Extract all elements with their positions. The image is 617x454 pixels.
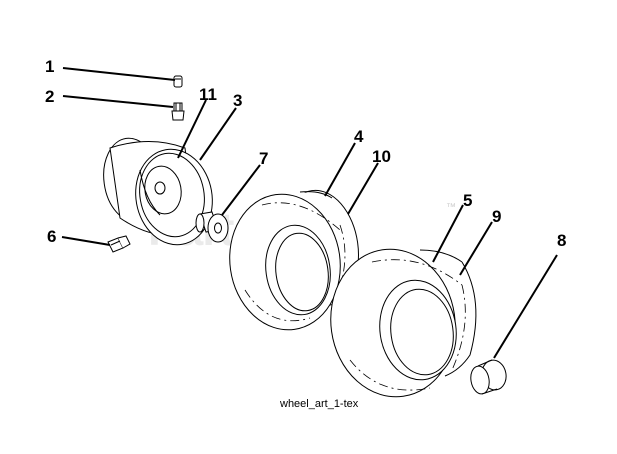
callout-11: 11 xyxy=(199,85,217,104)
leader-7 xyxy=(221,164,261,216)
watermark-trademark: ™ xyxy=(446,202,456,213)
callout-7: 7 xyxy=(259,149,268,168)
part-7-bushing[interactable] xyxy=(195,211,229,243)
callout-1: 1 xyxy=(45,57,54,76)
leader-lines xyxy=(61,67,558,359)
leader-6 xyxy=(61,236,111,246)
leader-1 xyxy=(62,67,176,81)
part-4-front-tire[interactable] xyxy=(221,185,366,337)
part-3-rim[interactable] xyxy=(98,135,219,251)
callout-3: 3 xyxy=(233,91,242,110)
diagram-caption: wheel_art_1-tex xyxy=(279,398,359,410)
leader-2 xyxy=(62,95,174,108)
leader-10 xyxy=(347,162,379,215)
part-6-grease-fitting[interactable] xyxy=(107,235,131,253)
callout-9: 9 xyxy=(492,207,501,226)
leader-4 xyxy=(324,142,356,197)
callout-6: 6 xyxy=(47,227,56,246)
leader-3 xyxy=(199,107,237,161)
leader-11 xyxy=(177,99,207,159)
part-5-rear-tire[interactable] xyxy=(321,241,486,405)
callout-labels: 1 2 3 4 5 6 7 8 9 10 11 xyxy=(45,57,566,250)
leader-8 xyxy=(493,254,558,359)
callout-2: 2 xyxy=(45,87,54,106)
callout-4: 4 xyxy=(354,127,364,146)
leader-5 xyxy=(432,204,464,263)
callout-5: 5 xyxy=(463,191,472,210)
part-2-valve-stem[interactable] xyxy=(171,102,185,121)
part-8-hub-cap[interactable] xyxy=(469,358,509,395)
callout-8: 8 xyxy=(557,231,566,250)
leader-9 xyxy=(459,221,493,276)
part-1-valve-cap[interactable] xyxy=(173,75,183,88)
callout-10: 10 xyxy=(372,147,391,166)
